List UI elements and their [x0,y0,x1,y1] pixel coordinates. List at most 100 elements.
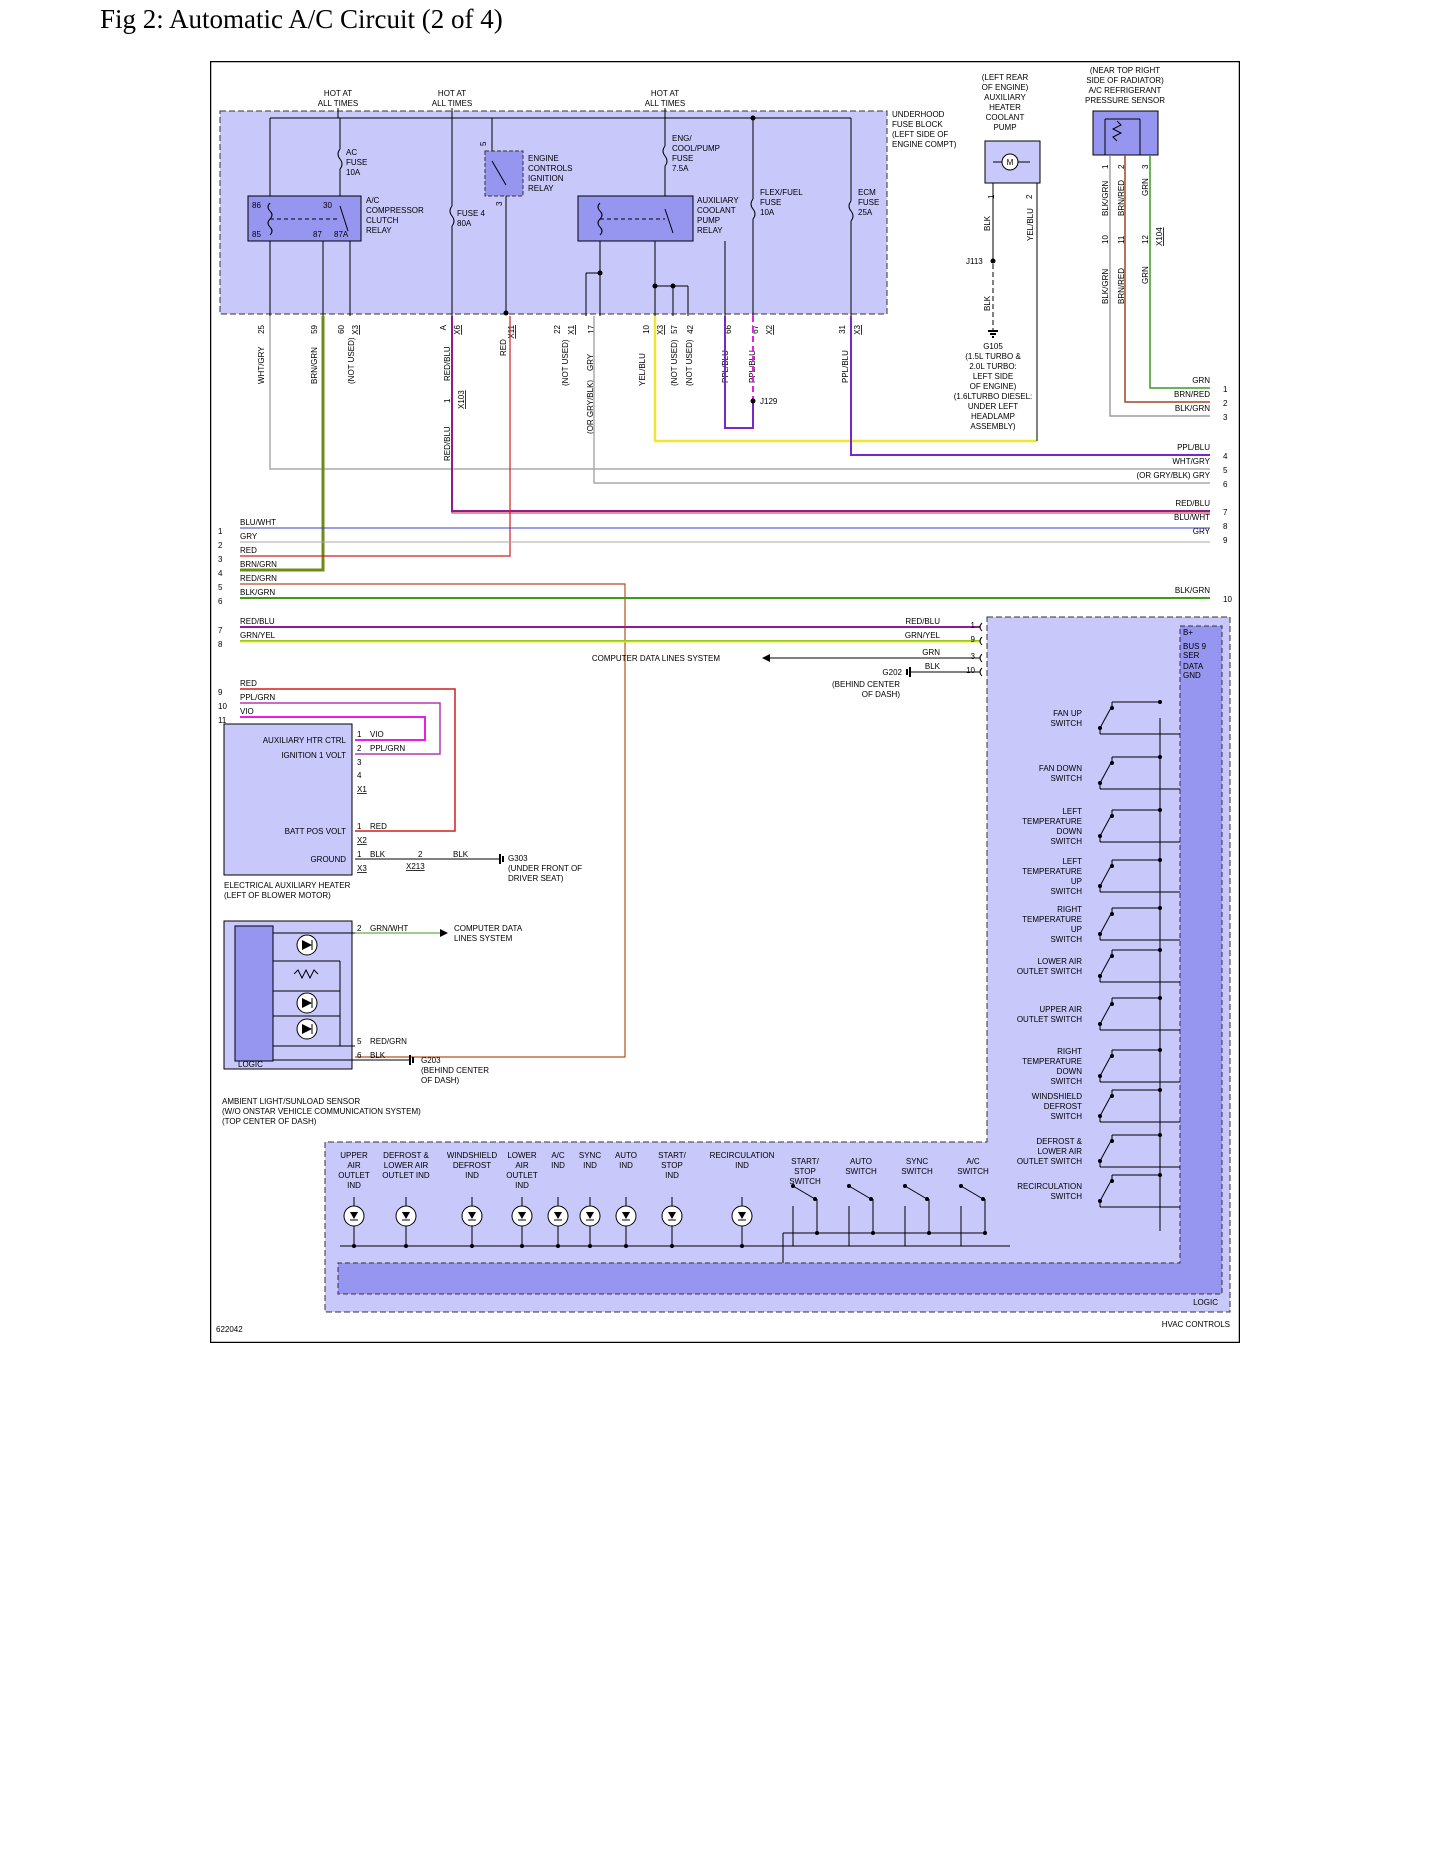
hot-label-2b: ALL TIMES [432,99,472,108]
left-wire-label: RED/GRN [240,574,277,583]
hot-label-3b: ALL TIMES [645,99,685,108]
hot-label-1b: ALL TIMES [318,99,358,108]
wire-red-grn [240,583,626,1058]
svg-text:X11: X11 [507,324,516,338]
hvac-input-pin: 9 [971,635,976,644]
svg-text:BLK: BLK [983,215,992,231]
svg-text:GRN: GRN [1141,266,1150,284]
left-wire-number: 3 [218,555,223,564]
svg-text:10: 10 [642,324,651,333]
sensor-title: AMBIENT LIGHT/SUNLOAD SENSOR(W/O ONSTAR … [222,1097,421,1126]
svg-text:BLK: BLK [453,850,469,859]
svg-text:M: M [1007,158,1014,167]
svg-text:1: 1 [987,194,996,199]
photodiode-icon-3 [296,1018,318,1040]
wire-red-heater [240,688,456,832]
left-wire-label: VIO [240,707,254,716]
g105-ground-icon [988,330,998,338]
right-wire-label: (OR GRY/BLK) GRY [1137,471,1211,480]
svg-text:X6: X6 [453,324,462,334]
svg-text:SER: SER [1183,651,1200,660]
svg-text:BRN/RED: BRN/RED [1117,180,1126,216]
svg-text:1: 1 [357,850,362,859]
svg-text:X3: X3 [853,324,862,334]
wire-blk-grn-sensor [1109,155,1210,417]
right-wire-number: 4 [1223,452,1228,461]
svg-text:PPL/BLU: PPL/BLU [841,350,850,383]
right-wire-label: GRY [1193,527,1211,536]
svg-text:(NOT USED): (NOT USED) [347,337,356,384]
figure-id: 622042 [216,1325,243,1334]
left-wire-label: BRN/GRN [240,560,277,569]
right-wire-number: 3 [1223,413,1228,422]
ac-compressor-relay [247,195,362,242]
g202-label: G202 [882,668,902,677]
resistor-icon [293,968,319,980]
underhood-pin-labels: 25 59 60 X3 A X6 X11 22 X1 17 10 X3 57 4… [257,324,862,338]
svg-text:2: 2 [357,744,362,753]
svg-text:(NOT USED): (NOT USED) [561,339,570,386]
ac-fuse-symbol [337,148,343,170]
svg-text:J129: J129 [760,397,778,406]
right-wire-number: 9 [1223,536,1228,545]
svg-text:YEL/BLU: YEL/BLU [1026,208,1035,241]
cdl-arrow-icon [762,654,770,662]
wire-ppl-grn-heater [240,702,441,755]
left-wire-label: RED/BLU [240,617,275,626]
svg-text:(OR GRY/BLK): (OR GRY/BLK) [586,380,595,434]
svg-text:BATT POS VOLT: BATT POS VOLT [285,827,346,836]
right-wire-label: BLK/GRN [1175,404,1210,413]
svg-text:1: 1 [357,730,362,739]
fuse4-symbol [449,205,455,227]
hvac-input-wire-label: BLK [925,662,941,671]
svg-text:RED/BLU: RED/BLU [443,346,452,381]
hvac-input-pin: 3 [971,652,976,661]
svg-text:(NOT USED): (NOT USED) [685,339,694,386]
svg-text:COMPUTER DATA LINES SYSTEM: COMPUTER DATA LINES SYSTEM [592,654,721,663]
svg-text:BLK: BLK [370,850,386,859]
svg-text:YEL/BLU: YEL/BLU [638,353,647,386]
hvac-title: HVAC CONTROLS [1162,1320,1230,1329]
wire-ppl-blu-2 [850,316,1210,456]
left-wire-number: 10 [218,702,227,711]
left-wire-number: 4 [218,569,223,578]
flex-fuel-fuse-symbol [750,198,756,220]
left-wire-label: RED [240,679,257,688]
eng-cool-pump-fuse-symbol [662,145,668,167]
svg-text:GRN: GRN [1141,178,1150,196]
svg-text:X1: X1 [567,324,576,334]
svg-text:LOGIC: LOGIC [1193,1298,1218,1307]
svg-text:RED: RED [370,822,387,831]
left-wire-number: 5 [218,583,223,592]
svg-text:3: 3 [495,201,504,206]
svg-text:1: 1 [1101,164,1110,169]
svg-text:2: 2 [357,924,362,933]
photodiode-icon-2 [296,992,318,1014]
right-wire-number: 1 [1223,385,1228,394]
left-wire-label: GRN/YEL [240,631,276,640]
hvac-input-pin: 1 [971,621,976,630]
svg-text:2: 2 [1025,194,1034,199]
auxiliary-heater-box [223,723,353,876]
svg-text:BRN/RED: BRN/RED [1117,268,1126,304]
hot-label-1a: HOT AT [324,89,352,98]
svg-text:PPL/GRN: PPL/GRN [370,744,405,753]
svg-text:X1: X1 [357,785,367,794]
svg-text:3: 3 [1141,164,1150,169]
